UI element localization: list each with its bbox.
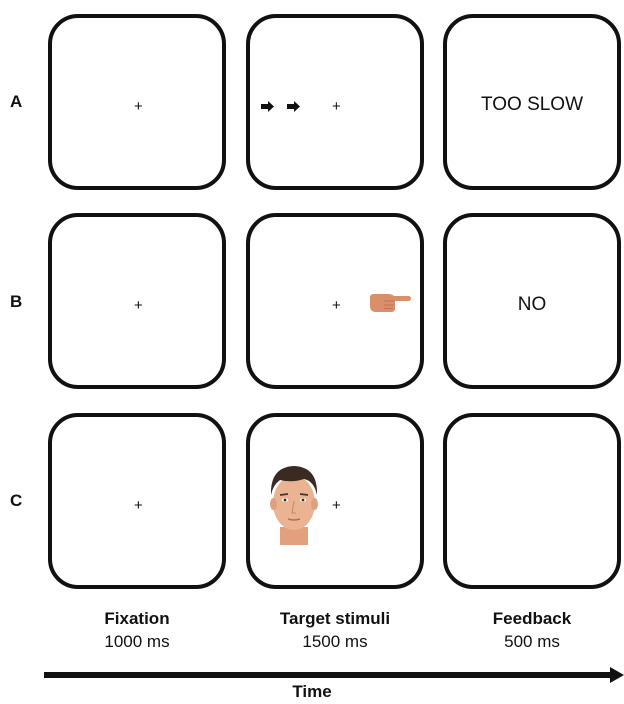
panel-b-fixation: + [48, 213, 226, 389]
panel-c-fixation: + [48, 413, 226, 589]
panel-a-feedback: TOO SLOW [443, 14, 621, 190]
right-arrow-icon [287, 101, 300, 112]
panel-c-feedback [443, 413, 621, 589]
fixation-cross: + [332, 99, 341, 114]
panel-b-feedback: NO [443, 213, 621, 389]
row-label-a: A [10, 92, 30, 112]
caption-title: Fixation [48, 608, 226, 630]
caption-target-stimuli: Target stimuli 1500 ms [246, 608, 424, 654]
feedback-text-too-slow: TOO SLOW [447, 94, 617, 116]
arrow-icons [260, 100, 308, 114]
caption-duration: 500 ms [443, 630, 621, 654]
right-arrow-icon [261, 101, 274, 112]
caption-duration: 1000 ms [48, 630, 226, 654]
time-axis-label: Time [0, 682, 624, 702]
caption-title: Feedback [443, 608, 621, 630]
pointing-hand-icon [368, 291, 412, 315]
fixation-cross: + [134, 298, 143, 313]
fixation-cross: + [332, 498, 341, 513]
caption-duration: 1500 ms [246, 630, 424, 654]
feedback-text-no: NO [447, 294, 617, 316]
fixation-cross: + [134, 99, 143, 114]
panel-a-fixation: + [48, 14, 226, 190]
panel-c-target: + [246, 413, 424, 589]
caption-fixation: Fixation 1000 ms [48, 608, 226, 654]
face-image [266, 461, 322, 545]
fixation-cross: + [332, 298, 341, 313]
caption-title: Target stimuli [246, 608, 424, 630]
panel-b-target: + [246, 213, 424, 389]
fixation-cross: + [134, 498, 143, 513]
caption-feedback: Feedback 500 ms [443, 608, 621, 654]
panel-a-target: + [246, 14, 424, 190]
row-label-c: C [10, 491, 30, 511]
row-label-b: B [10, 292, 30, 312]
